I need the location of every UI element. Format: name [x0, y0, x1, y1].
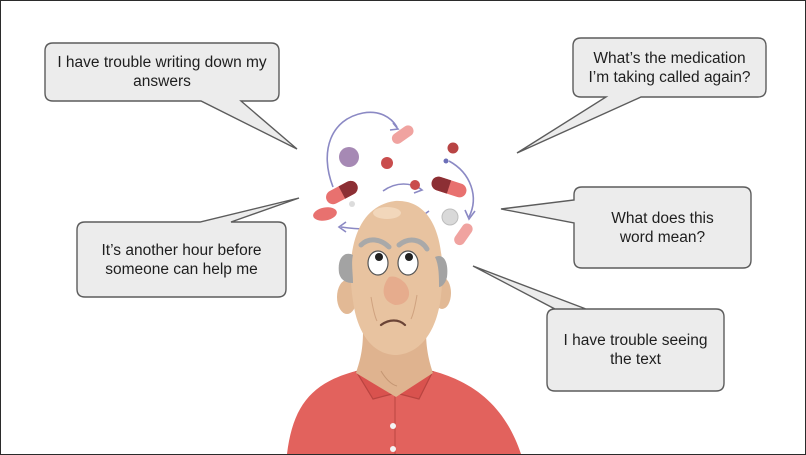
mouth: [379, 319, 407, 327]
bubble-text-medication: What’s the medication I’m taking called …: [588, 49, 751, 86]
speech-bubble-medication: [516, 37, 767, 154]
bubble-text-seeing: I have trouble seeing the text: [563, 332, 708, 368]
pill-capsule-1: [326, 180, 358, 205]
pill-tablet-red: [313, 207, 337, 221]
eyebrow-left: [358, 237, 392, 250]
shirt: [287, 371, 521, 454]
pill-gray-dot: [349, 201, 355, 207]
pill-white: [441, 208, 459, 226]
pill-red-small: [381, 157, 393, 169]
pill-red-tiny: [410, 180, 420, 190]
pill-capsule-4: [454, 223, 473, 246]
speech-bubble-seeing: [472, 265, 725, 392]
pill-blue-dot: [443, 158, 449, 164]
shirt-button: [390, 423, 396, 429]
nose: [383, 276, 410, 305]
bubble-text-hour: It’s another hour before someone can hel…: [101, 241, 262, 278]
speech-bubble-writing: [44, 42, 298, 150]
shirt-button: [390, 446, 396, 452]
speech-bubble-word: [500, 186, 752, 269]
bubble-text-word: What does this word mean?: [611, 209, 714, 246]
hair-left: [338, 253, 353, 283]
elderly-man: [287, 200, 521, 454]
bubble-text-writing: I have trouble writing down my answers: [57, 54, 267, 90]
speech-bubble-hour: [76, 197, 300, 298]
pill-capsule-3: [391, 125, 414, 144]
pill-capsule-2: [431, 176, 467, 198]
eyebrow-right: [396, 237, 430, 252]
hair-right: [435, 255, 448, 287]
pill-dark-small: [447, 142, 459, 154]
pill-purple: [339, 147, 359, 167]
